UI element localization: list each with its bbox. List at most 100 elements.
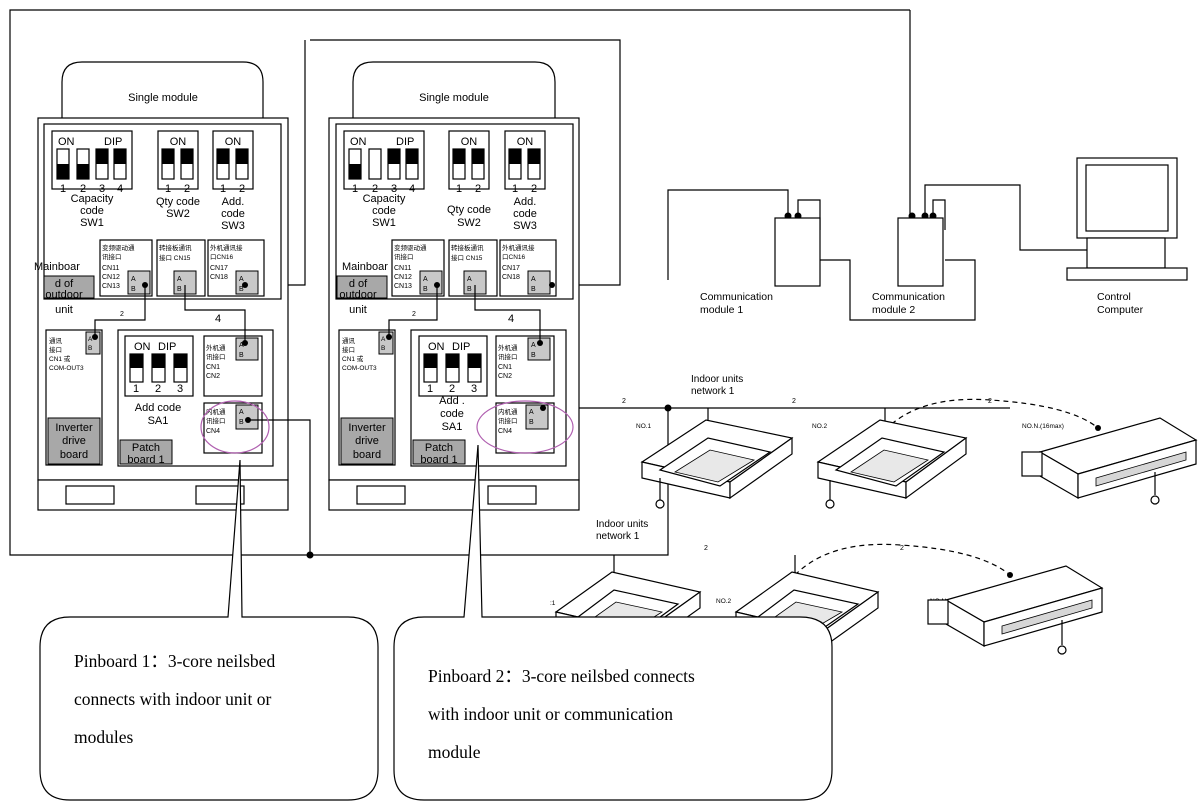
svg-text:ON: ON [58,136,75,148]
svg-text:接口: 接口 [49,345,62,354]
cassette-unit [816,419,968,509]
svg-text:ON: ON [170,136,187,148]
callout-pinboard-2: Pinboard 2：3-core neilsbed connects with… [393,444,833,801]
svg-text:NO.2: NO.2 [812,423,828,430]
svg-text:Computer: Computer [1097,304,1144,316]
svg-text:1: 1 [165,183,171,195]
svg-text:B: B [177,286,182,293]
ducted-unit [927,565,1104,655]
svg-text:转接板通讯: 转接板通讯 [451,243,484,252]
svg-text:A: A [239,409,244,416]
svg-text:SA1: SA1 [442,421,463,433]
svg-text:ON: ON [517,136,534,148]
svg-text:COM-OUT3: COM-OUT3 [342,365,377,372]
svg-text:外机通讯接: 外机通讯接 [502,243,535,252]
svg-text:A: A [531,342,536,349]
svg-text:A: A [423,276,428,283]
svg-text:B: B [531,352,536,359]
svg-text:内机通: 内机通 [498,407,518,416]
svg-text:Inverter: Inverter [55,422,93,434]
svg-text:2: 2 [239,183,245,195]
svg-text:Indoor units: Indoor units [596,519,648,530]
svg-text:CN17: CN17 [210,265,228,272]
svg-text:CN1 或: CN1 或 [49,354,71,363]
callout-pinboard-1: Pinboard 1：3-core neilsbed connects with… [39,459,379,801]
svg-text:CN11: CN11 [394,265,411,272]
svg-text:1: 1 [456,183,462,195]
svg-text:unit: unit [349,304,367,316]
svg-text:SW3: SW3 [513,220,537,232]
svg-text:A: A [531,276,536,283]
svg-text:口CN16: 口CN16 [210,253,234,261]
svg-text:code: code [372,205,396,217]
svg-text:Patch: Patch [425,442,453,454]
communication-module-2: Communication module 2 [872,217,945,316]
svg-text:board 1: board 1 [420,454,457,466]
svg-text:ON: ON [134,341,151,353]
svg-text:4: 4 [508,313,514,325]
svg-text:SA1: SA1 [148,415,169,427]
svg-text:Indoor units: Indoor units [691,374,743,385]
svg-text:1: 1 [512,183,518,195]
svg-text:4: 4 [117,183,123,195]
svg-text:CN1: CN1 [498,364,512,371]
svg-text:DIP: DIP [158,341,176,353]
svg-text:Add .: Add . [439,395,465,407]
pinboard-1-highlight [200,400,270,454]
svg-text:NO.2: NO.2 [716,598,732,605]
svg-text:Capacity: Capacity [363,193,406,205]
svg-text:B: B [239,419,244,426]
pinboard-2-highlight [476,400,574,454]
svg-text:2: 2 [531,183,537,195]
svg-text:module 1: module 1 [700,304,743,316]
cn11-connector [99,239,153,297]
svg-text:Add.: Add. [222,196,245,208]
indoor-network-1: Indoor units network 1 2 2 2 NO.1 NO.2 N… [622,374,1198,509]
svg-text:Capacity: Capacity [71,193,114,205]
communication-module-1: Communication module 1 [700,217,821,316]
svg-text:NO.1: NO.1 [636,423,652,430]
svg-text:B: B [239,352,244,359]
svg-text:board: board [60,449,88,461]
svg-text:2: 2 [988,398,992,405]
svg-text:2: 2 [475,183,481,195]
svg-text:CN18: CN18 [502,274,520,281]
svg-text:2: 2 [120,311,124,318]
svg-text:2: 2 [622,398,626,405]
svg-text:接口 CN15: 接口 CN15 [159,253,191,262]
svg-text:2: 2 [449,383,455,395]
svg-text:B: B [131,286,136,293]
svg-text:unit: unit [55,304,73,316]
svg-text:d of: d of [55,278,74,290]
svg-text:module 2: module 2 [872,304,915,316]
svg-text:DIP: DIP [396,136,414,148]
svg-text:module: module [428,742,481,762]
svg-text:B: B [239,286,244,293]
svg-text:讯接口: 讯接口 [206,352,226,361]
svg-text:B: B [529,419,534,426]
svg-text:A: A [529,409,534,416]
svg-text:Pinboard 2：3-core neilsbed con: Pinboard 2：3-core neilsbed connects [428,666,695,686]
svg-text:board: board [353,449,381,461]
svg-text:board 1: board 1 [127,454,164,466]
svg-text:4: 4 [215,313,221,325]
outdoor-module-1: Single module ON DIP 1 2 3 4 Capacity co… [34,61,290,511]
cassette-unit [640,419,794,509]
svg-text:code: code [513,208,537,220]
svg-text:A: A [239,342,244,349]
svg-text:B: B [467,286,472,293]
svg-text:接口 CN15: 接口 CN15 [451,253,483,262]
svg-text:3: 3 [391,183,397,195]
svg-text:CN4: CN4 [498,428,512,435]
svg-text:with indoor unit or communicat: with indoor unit or communication [428,704,673,724]
svg-text:3: 3 [471,383,477,395]
svg-text:code: code [440,408,464,420]
svg-text:Qty code: Qty code [447,204,491,216]
svg-text:Pinboard 1：3-core neilsbed: Pinboard 1：3-core neilsbed [74,651,275,671]
svg-text:B: B [531,286,536,293]
svg-text:4: 4 [409,183,415,195]
svg-text:CN17: CN17 [502,265,520,272]
svg-text:ON: ON [225,136,242,148]
svg-text:B: B [381,345,385,352]
svg-text:SW1: SW1 [80,217,104,229]
